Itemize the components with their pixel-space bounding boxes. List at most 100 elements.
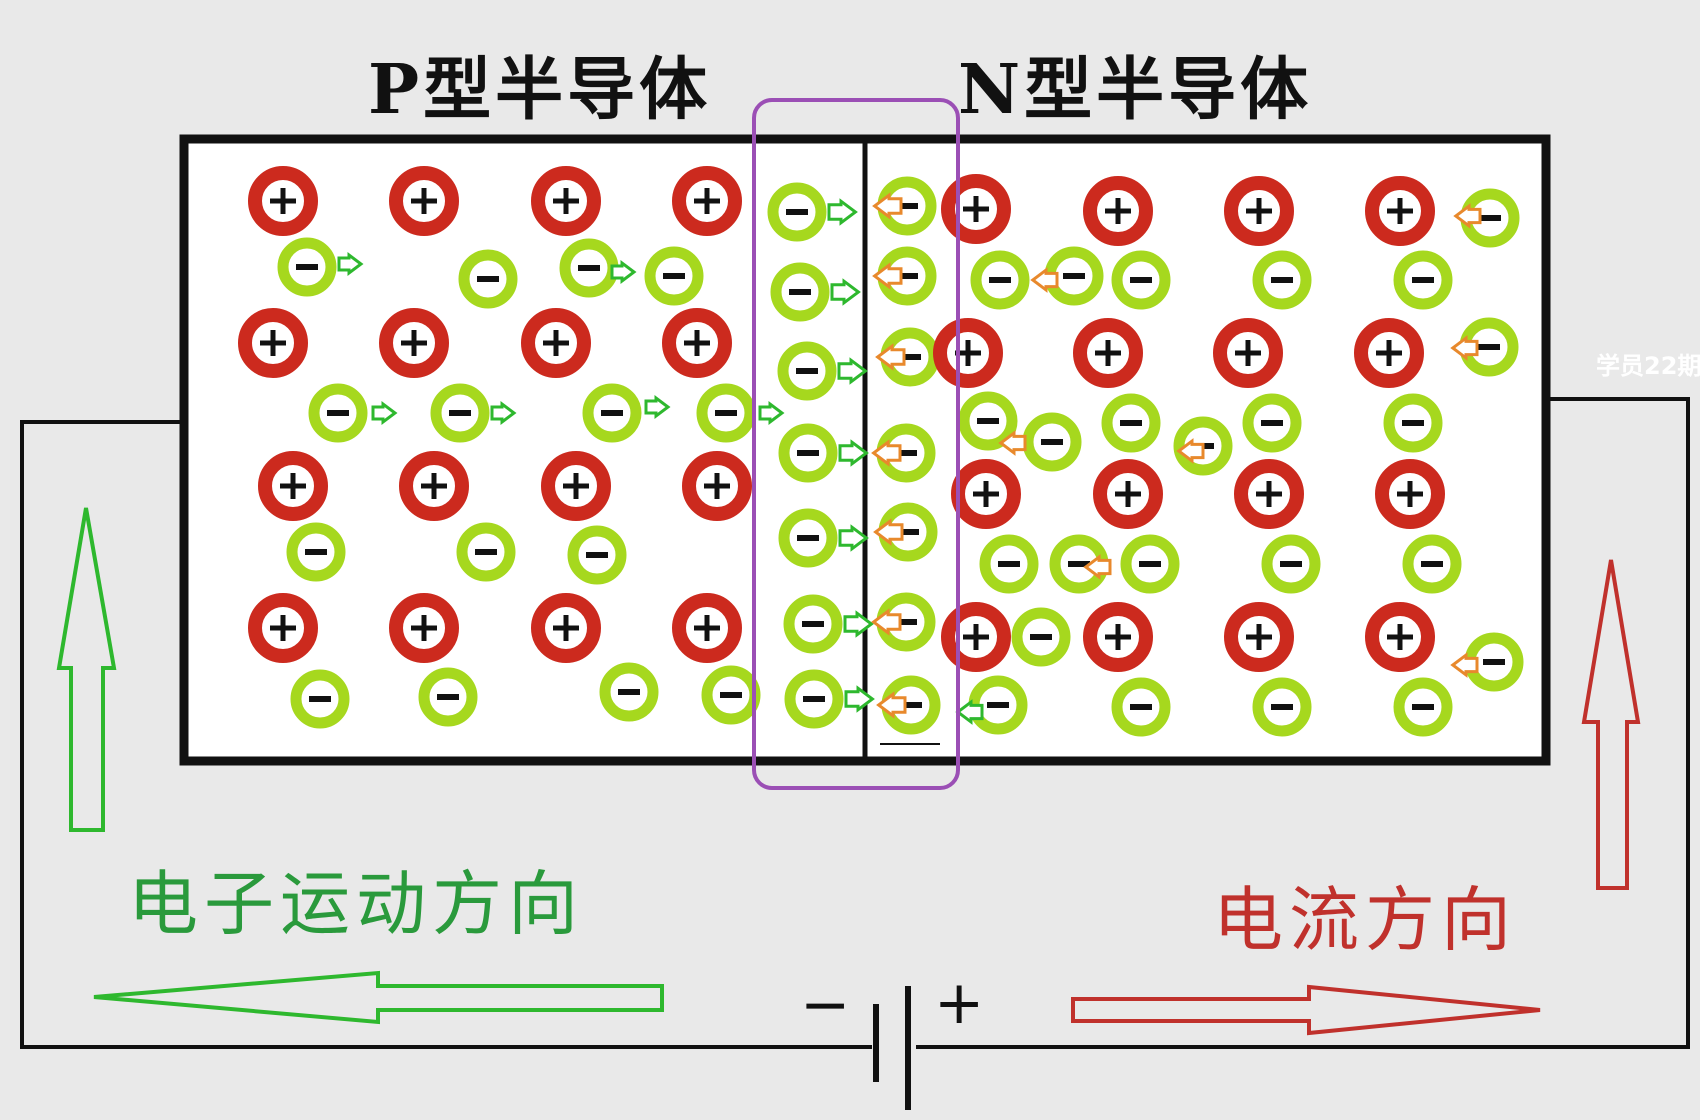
electron-particle	[1022, 412, 1082, 472]
right-arrow-icon	[844, 685, 875, 713]
watermark: 学员22期	[1596, 352, 1700, 380]
circuit-wire-right	[910, 397, 1690, 1049]
electron-particle	[1393, 250, 1453, 310]
right-arrow-icon	[337, 252, 364, 276]
left-arrow-icon	[872, 192, 903, 220]
electron-particle	[582, 383, 642, 443]
electron-particle	[770, 262, 830, 322]
left-arrow-icon	[998, 430, 1027, 456]
electron-particle	[1101, 393, 1161, 453]
hole-particle	[672, 593, 742, 663]
hole-particle	[521, 308, 591, 378]
p-region-title: P型半导体	[368, 50, 712, 130]
electron-particle	[458, 249, 518, 309]
electron-particle	[456, 522, 516, 582]
left-arrow-icon	[871, 439, 902, 467]
right-arrow-icon	[837, 357, 868, 385]
hole-particle	[248, 166, 318, 236]
electron-particle	[1111, 250, 1171, 310]
left-arrow-icon	[873, 518, 904, 546]
particles-layer	[238, 166, 1524, 737]
electron-particle	[778, 508, 838, 568]
electron-particle	[1252, 677, 1312, 737]
hole-particle	[662, 308, 732, 378]
hole-particle	[1224, 602, 1294, 672]
current-direction-arrow-up	[1581, 559, 1641, 890]
right-arrow-icon	[758, 401, 785, 425]
electron-direction-arrow-up	[56, 507, 117, 832]
hole-particle	[541, 451, 611, 521]
hole-particle	[1234, 459, 1304, 529]
electron-particle	[1393, 677, 1453, 737]
hole-particle	[399, 451, 469, 521]
electron-particle	[1261, 534, 1321, 594]
right-arrow-icon	[838, 439, 869, 467]
current-direction-label: 电流方向	[1213, 879, 1517, 961]
electron-particle	[1011, 607, 1071, 667]
left-arrow-icon	[955, 699, 984, 725]
electron-particle	[418, 667, 478, 727]
electron-particle	[290, 669, 350, 729]
hole-particle	[379, 308, 449, 378]
depletion-region-box	[752, 98, 960, 790]
electron-particle	[979, 534, 1039, 594]
hole-particle	[1354, 318, 1424, 388]
circuit-wire-left	[20, 420, 880, 1049]
hole-particle	[389, 166, 459, 236]
hole-particle	[672, 166, 742, 236]
hole-particle	[682, 451, 752, 521]
electron-particle	[599, 662, 659, 722]
electron-particle	[1120, 534, 1180, 594]
battery-negative-sign: −	[800, 970, 851, 1040]
left-arrow-icon	[872, 262, 903, 290]
right-arrow-icon	[830, 278, 861, 306]
electron-particle	[1402, 534, 1462, 594]
hole-particle	[238, 308, 308, 378]
current-direction-arrow-right	[1071, 984, 1541, 1036]
electron-particle	[958, 391, 1018, 451]
left-arrow-icon	[1453, 203, 1482, 229]
hole-particle	[941, 602, 1011, 672]
electron-particle	[430, 383, 490, 443]
electron-particle	[696, 383, 756, 443]
left-arrow-icon	[875, 343, 906, 371]
electron-particle	[701, 665, 761, 725]
left-arrow-icon	[1083, 554, 1112, 580]
hole-particle	[389, 593, 459, 663]
electron-particle	[1242, 393, 1302, 453]
electron-particle	[308, 383, 368, 443]
n-region-title: N型半导体	[958, 50, 1313, 130]
electron-particle	[778, 423, 838, 483]
hole-particle	[933, 318, 1003, 388]
electron-particle	[559, 238, 619, 298]
electron-particle	[970, 250, 1030, 310]
hole-particle	[1083, 602, 1153, 672]
electron-particle	[1383, 393, 1443, 453]
electron-particle	[1252, 250, 1312, 310]
hole-particle	[1365, 176, 1435, 246]
right-arrow-icon	[838, 524, 869, 552]
hole-particle	[951, 459, 1021, 529]
electron-particle	[1111, 677, 1171, 737]
left-arrow-icon	[871, 608, 902, 636]
left-arrow-icon	[876, 691, 907, 719]
electron-particle	[783, 594, 843, 654]
hole-particle	[1083, 176, 1153, 246]
electron-particle	[644, 246, 704, 306]
right-arrow-icon	[371, 401, 398, 425]
left-arrow-icon	[1450, 652, 1479, 678]
right-arrow-icon	[610, 260, 637, 284]
electron-particle	[286, 522, 346, 582]
hole-particle	[248, 593, 318, 663]
right-arrow-icon	[827, 198, 858, 226]
hole-particle	[941, 174, 1011, 244]
hole-particle	[258, 451, 328, 521]
hole-particle	[531, 593, 601, 663]
hole-particle	[1375, 459, 1445, 529]
right-arrow-icon	[644, 395, 671, 419]
electron-particle	[277, 237, 337, 297]
hole-particle	[1213, 318, 1283, 388]
electron-direction-arrow-left	[93, 970, 664, 1025]
